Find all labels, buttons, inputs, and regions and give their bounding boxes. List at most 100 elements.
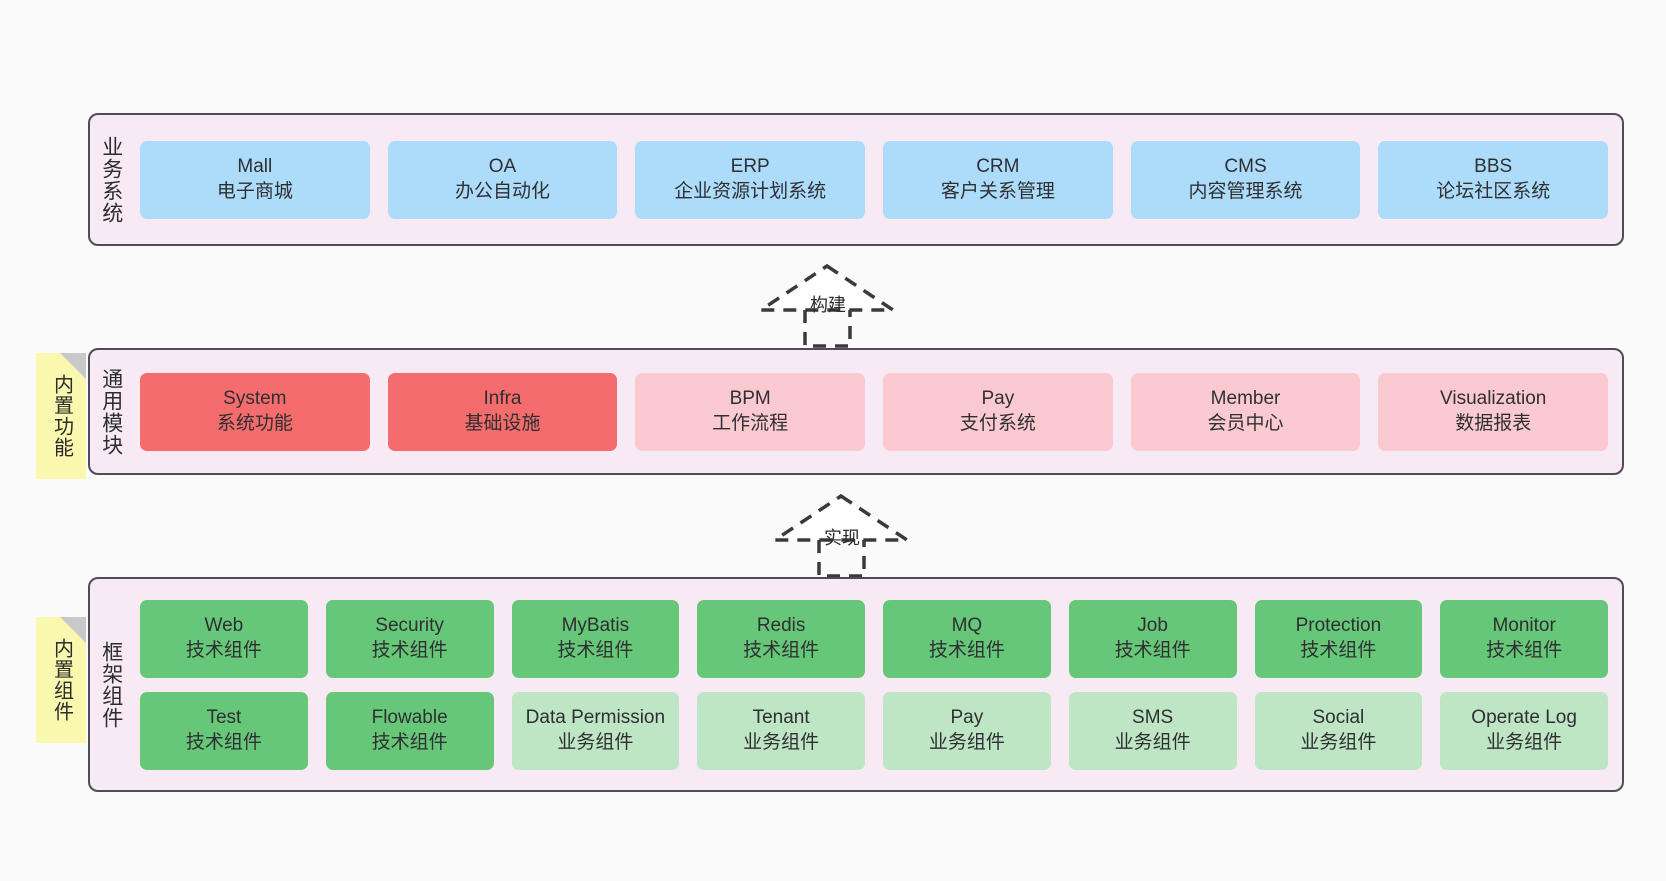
card-title: Security (375, 614, 444, 636)
card-subtitle: 支付系统 (959, 412, 1036, 434)
card-subtitle: 技术组件 (743, 639, 820, 661)
card-subtitle: 业务组件 (743, 731, 820, 753)
general-modules-row: System 系统功能 Infra 基础设施 BPM 工作流程 Pay 支付系统 Member 会… (140, 372, 1609, 451)
card-subtitle: 论坛社区系统 (1436, 180, 1551, 202)
card-title: BBS (1474, 155, 1513, 177)
card-title: Visualization (1440, 387, 1547, 409)
card-oa[interactable]: OA 办公自动化 (387, 140, 618, 219)
card-bpm[interactable]: BPM 工作流程 (635, 372, 866, 451)
card-subtitle: 业务组件 (928, 731, 1005, 753)
general-modules-body: System 系统功能 Infra 基础设施 BPM 工作流程 Pay 支付系统 Member 会… (132, 350, 1622, 473)
general-modules-panel: 通用模块 System 系统功能 Infra 基础设施 BPM 工作流程 Pay 支付系统 Me… (88, 348, 1624, 475)
sticky-fold-corner-icon (60, 617, 86, 643)
card-title: MQ (951, 614, 983, 636)
card-social[interactable]: Social 业务组件 (1254, 691, 1423, 770)
card-subtitle: 企业资源计划系统 (674, 180, 827, 202)
card-subtitle: 业务组件 (1486, 731, 1563, 753)
card-subtitle: 客户关系管理 (940, 180, 1055, 202)
sticky-note-builtin-components-text: 内置组件 (50, 638, 73, 722)
card-subtitle: 工作流程 (712, 412, 789, 434)
card-subtitle: 业务组件 (557, 731, 634, 753)
card-subtitle: 系统功能 (216, 412, 293, 434)
card-mybatis[interactable]: MyBatis 技术组件 (511, 599, 680, 678)
card-title: OA (488, 155, 517, 177)
card-title: Monitor (1492, 614, 1556, 636)
sticky-fold-corner-icon (60, 353, 86, 379)
card-crm[interactable]: CRM 客户关系管理 (883, 140, 1113, 219)
card-data-permission[interactable]: Data Permission 业务组件 (511, 691, 680, 770)
card-member[interactable]: Member 会员中心 (1130, 372, 1361, 451)
card-visualization[interactable]: Visualization 数据报表 (1378, 372, 1609, 451)
card-title: Member (1210, 387, 1281, 409)
card-subtitle: 技术组件 (185, 639, 262, 661)
card-protection[interactable]: Protection 技术组件 (1254, 599, 1423, 678)
card-subtitle: 技术组件 (928, 639, 1005, 661)
card-title: SMS (1132, 706, 1174, 728)
card-title: System (223, 387, 287, 409)
card-title: Redis (756, 614, 806, 636)
card-flowable[interactable]: Flowable 技术组件 (325, 691, 494, 770)
card-subtitle: 技术组件 (557, 639, 634, 661)
card-title: Protection (1295, 614, 1382, 636)
card-monitor[interactable]: Monitor 技术组件 (1440, 599, 1608, 678)
card-title: Pay (950, 706, 984, 728)
card-subtitle: 会员中心 (1207, 412, 1284, 434)
card-subtitle: 业务组件 (1114, 731, 1191, 753)
card-title: Infra (483, 387, 522, 409)
card-subtitle: 技术组件 (1114, 639, 1191, 661)
card-title: MyBatis (561, 614, 630, 636)
card-tenant[interactable]: Tenant 业务组件 (697, 691, 865, 770)
card-title: Web (204, 614, 244, 636)
general-modules-label: 通用模块 (99, 367, 123, 456)
card-sms[interactable]: SMS 业务组件 (1068, 691, 1237, 770)
card-title: CRM (976, 155, 1020, 177)
card-subtitle: 技术组件 (1300, 639, 1377, 661)
card-title: Tenant (752, 706, 810, 728)
card-subtitle: 数据报表 (1455, 412, 1532, 434)
card-subtitle: 办公自动化 (455, 180, 551, 202)
card-title: Data Permission (525, 706, 666, 728)
card-infra[interactable]: Infra 基础设施 (387, 372, 618, 451)
build-arrow-label: 构建 (810, 295, 846, 315)
card-job[interactable]: Job 技术组件 (1068, 599, 1237, 678)
card-erp[interactable]: ERP 企业资源计划系统 (635, 140, 866, 219)
card-title: Test (206, 706, 242, 728)
card-operate-log[interactable]: Operate Log 业务组件 (1440, 691, 1608, 770)
business-systems-label: 业务系统 (99, 135, 123, 224)
card-title: Flowable (371, 706, 448, 728)
card-subtitle: 技术组件 (371, 639, 448, 661)
card-title: Pay (981, 387, 1015, 409)
card-bbs[interactable]: BBS 论坛社区系统 (1378, 140, 1609, 219)
card-subtitle: 电子商城 (216, 180, 293, 202)
card-title: BPM (729, 387, 771, 409)
card-title: Social (1312, 706, 1365, 728)
card-subtitle: 基础设施 (464, 412, 541, 434)
card-title: ERP (730, 155, 770, 177)
sticky-note-builtin-functions-text: 内置功能 (50, 374, 73, 458)
card-subtitle: 技术组件 (371, 731, 448, 753)
card-pay[interactable]: Pay 业务组件 (883, 691, 1051, 770)
card-web[interactable]: Web 技术组件 (140, 599, 308, 678)
card-subtitle: 技术组件 (1486, 639, 1563, 661)
card-redis[interactable]: Redis 技术组件 (697, 599, 865, 678)
card-system[interactable]: System 系统功能 (140, 372, 370, 451)
card-title: Job (1137, 614, 1168, 636)
card-security[interactable]: Security 技术组件 (325, 599, 494, 678)
card-title: Operate Log (1471, 706, 1577, 728)
card-pay[interactable]: Pay 支付系统 (883, 372, 1113, 451)
card-mq[interactable]: MQ 技术组件 (883, 599, 1051, 678)
card-subtitle: 业务组件 (1300, 731, 1377, 753)
framework-components-label: 框架组件 (99, 640, 123, 729)
implement-arrow-label: 实现 (824, 528, 860, 548)
sticky-note-builtin-components: 内置组件 (36, 617, 86, 743)
